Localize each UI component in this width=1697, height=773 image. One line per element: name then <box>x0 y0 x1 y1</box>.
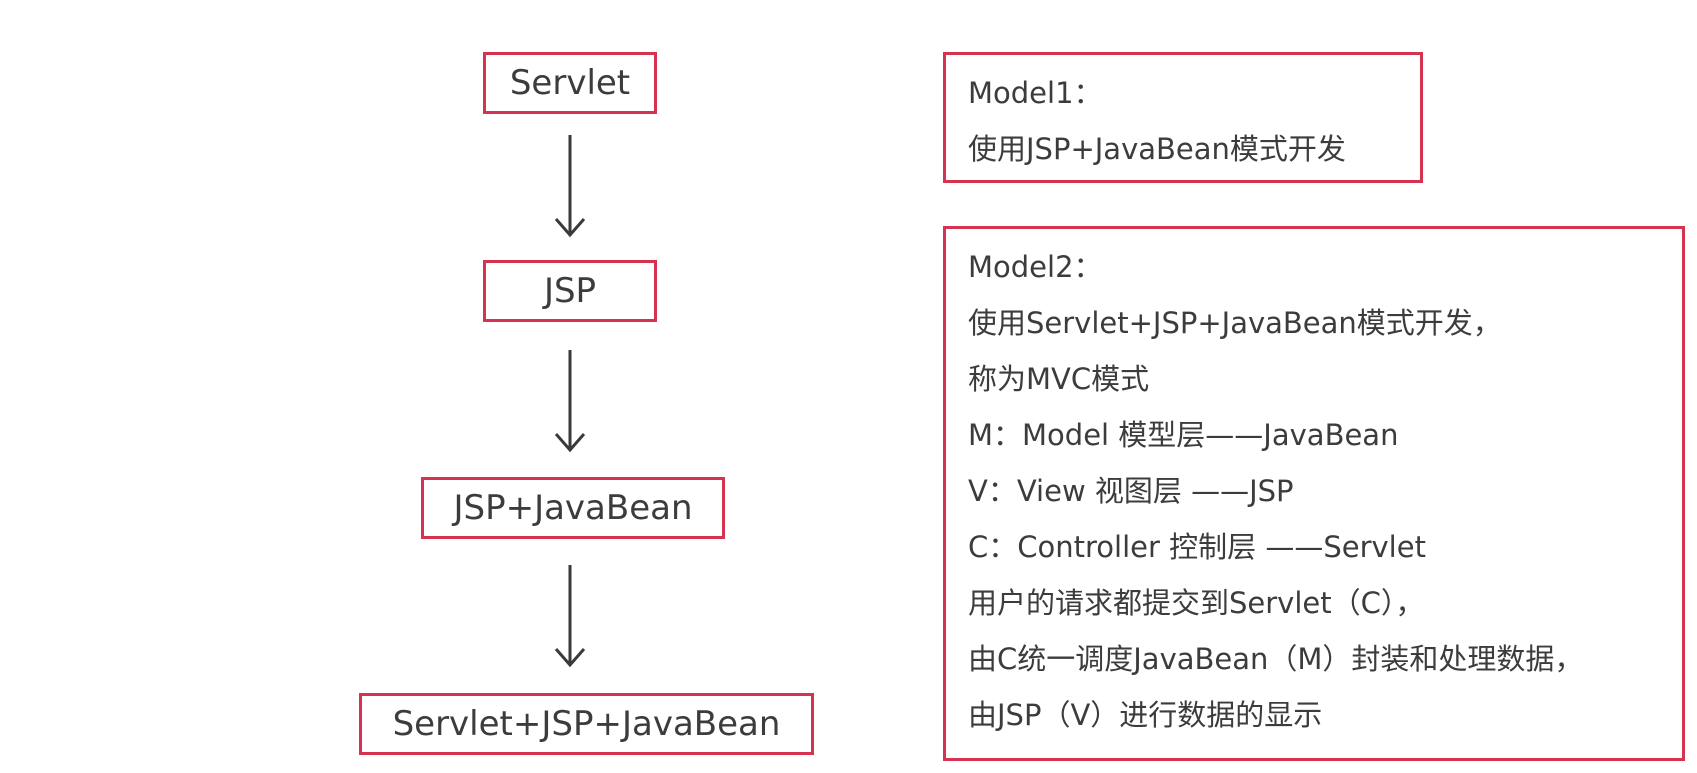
flow-box-jsp: JSP <box>483 260 657 322</box>
model2-line: 使用Servlet+JSP+JavaBean模式开发， <box>968 306 1502 340</box>
model1-note: Model1： 使用JSP+JavaBean模式开发 <box>943 52 1423 183</box>
model2-line: 称为MVC模式 <box>968 362 1150 396</box>
flow-box-jsp-javabean: JSP+JavaBean <box>421 477 725 539</box>
down-arrow-icon <box>554 565 586 668</box>
model1-line: 使用JSP+JavaBean模式开发 <box>968 132 1346 166</box>
down-arrow-icon <box>554 350 586 453</box>
model2-title: Model2： <box>968 250 1103 284</box>
model2-line: 由C统一调度JavaBean（M）封装和处理数据， <box>968 642 1584 676</box>
flow-box-servlet: Servlet <box>483 52 657 114</box>
model2-line: 由JSP（V）进行数据的显示 <box>968 698 1323 732</box>
model1-title: Model1： <box>968 76 1103 110</box>
flow-box-label: JSP+JavaBean <box>453 488 693 528</box>
flow-box-label: Servlet <box>509 63 631 103</box>
model2-line: C：Controller 控制层 ——Servlet <box>968 530 1426 564</box>
model2-line: 用户的请求都提交到Servlet（C）， <box>968 586 1425 620</box>
model2-note: Model2： 使用Servlet+JSP+JavaBean模式开发， 称为MV… <box>943 226 1685 761</box>
flow-box-label: JSP <box>543 271 597 311</box>
model2-line: M：Model 模型层——JavaBean <box>968 418 1399 452</box>
flow-box-servlet-jsp-javabean: Servlet+JSP+JavaBean <box>359 693 814 755</box>
flow-box-label: Servlet+JSP+JavaBean <box>392 704 781 744</box>
model2-line: V：View 视图层 ——JSP <box>968 474 1294 508</box>
down-arrow-icon <box>554 135 586 238</box>
